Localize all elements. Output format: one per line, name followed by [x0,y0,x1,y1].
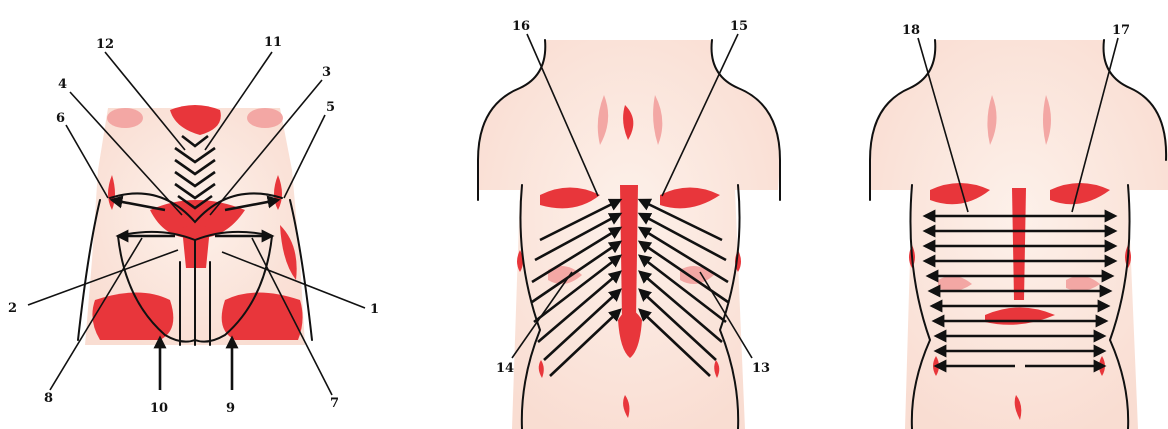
label-14: 14 [496,361,514,376]
label-11: 11 [264,35,282,50]
label-10: 10 [150,401,168,416]
label-7: 7 [330,396,339,411]
label-5: 5 [326,100,335,115]
label-9: 9 [226,401,235,416]
label-3: 3 [322,65,331,80]
label-17: 17 [1112,23,1130,38]
label-12: 12 [96,37,114,52]
label-13: 13 [752,361,770,376]
label-6: 6 [56,111,65,126]
panel-back-oblique: 16 15 14 13 [478,19,780,429]
label-8: 8 [44,391,53,406]
label-18: 18 [902,23,920,38]
label-1: 1 [370,302,379,317]
label-4: 4 [58,77,67,92]
label-15: 15 [730,19,748,34]
label-16: 16 [512,19,530,34]
panel-front-torso: 12 11 4 3 6 5 2 1 8 7 10 9 [8,35,379,416]
label-2: 2 [8,301,17,316]
panel-back-transverse: 18 17 [870,23,1168,429]
